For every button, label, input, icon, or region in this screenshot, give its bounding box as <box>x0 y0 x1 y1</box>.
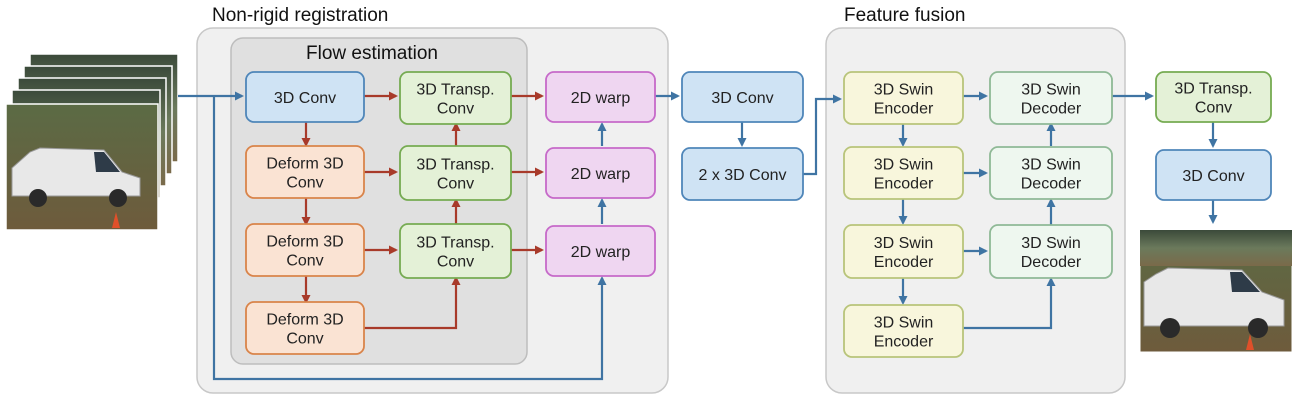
node-label: 3D Swin <box>874 315 934 332</box>
node-box <box>245 145 365 199</box>
arrow-deform3-transp3 <box>364 276 461 330</box>
node-label: 3D Swin <box>874 82 934 99</box>
node-label: 3D Swin <box>1021 157 1081 174</box>
node-box <box>245 223 365 277</box>
node-label: 3D Transp. <box>416 157 494 174</box>
arrows <box>178 91 1218 381</box>
node-box <box>245 301 365 355</box>
node-label: Decoder <box>1021 101 1082 118</box>
node-label: Conv <box>437 101 474 118</box>
node-box <box>545 147 656 199</box>
node-label: Decoder <box>1021 254 1082 271</box>
node-box <box>245 71 365 123</box>
van-illustration <box>11 147 141 228</box>
node-box <box>545 71 656 123</box>
node-box <box>843 146 964 200</box>
node-transp3: 3D Transp. Conv <box>399 223 512 279</box>
node-label: Conv <box>437 176 474 193</box>
node-label: Conv <box>286 331 323 348</box>
node-label: 3D Swin <box>1021 82 1081 99</box>
node-label: 2D warp <box>571 90 631 107</box>
node-box <box>399 71 512 125</box>
node-label: 3D Transp. <box>416 235 494 252</box>
node-label: Encoder <box>874 101 934 118</box>
node-label: Conv <box>1195 100 1232 117</box>
node-deform3: Deform 3D Conv <box>245 301 365 355</box>
node-box <box>843 304 964 358</box>
node-label: Deform 3D <box>266 312 343 329</box>
node-conv-in: 3D Conv <box>245 71 365 123</box>
node-label: 2D warp <box>571 244 631 261</box>
node-box <box>843 224 964 279</box>
node-warp1: 2D warp <box>545 71 656 123</box>
flow-estimation-title: Flow estimation <box>306 43 438 64</box>
node-transp1: 3D Transp. Conv <box>399 71 512 125</box>
node-label: Encoder <box>874 176 934 193</box>
node-box <box>989 71 1113 125</box>
node-box <box>989 224 1113 279</box>
node-warp3: 2D warp <box>545 225 656 277</box>
node-box <box>989 146 1113 200</box>
node-conv-mid: 3D Conv <box>681 71 804 123</box>
node-label: 3D Swin <box>874 235 934 252</box>
node-box <box>545 225 656 277</box>
arrow-conv2x-enc1 <box>803 94 842 176</box>
node-label: 3D Swin <box>1021 235 1081 252</box>
node-label: Deform 3D <box>266 234 343 251</box>
node-box <box>681 71 804 123</box>
node-transp2: 3D Transp. Conv <box>399 145 512 201</box>
node-box <box>1155 149 1272 201</box>
node-box <box>843 71 964 125</box>
node-deform2: Deform 3D Conv <box>245 223 365 277</box>
node-box <box>399 145 512 201</box>
node-label: Encoder <box>874 254 934 271</box>
node-conv2x: 2 x 3D Conv <box>681 147 804 201</box>
feature-fusion-title: Feature fusion <box>844 5 965 26</box>
node-label: Encoder <box>874 334 934 351</box>
arrow-enc4-dec3 <box>963 277 1056 330</box>
node-box <box>399 223 512 279</box>
node-label: Conv <box>437 254 474 271</box>
node-warp2: 2D warp <box>545 147 656 199</box>
node-box <box>681 147 804 201</box>
node-label: 3D Transp. <box>416 82 494 99</box>
input-frame-stack <box>5 53 179 231</box>
arrow-input-bypass <box>212 96 607 381</box>
node-label: 2D warp <box>571 166 631 183</box>
node-label: 2 x 3D Conv <box>698 167 786 184</box>
registration-title: Non-rigid registration <box>212 5 388 26</box>
node-transp-out: 3D Transp. Conv <box>1155 71 1272 123</box>
node-deform1: Deform 3D Conv <box>245 145 365 199</box>
node-box <box>1155 71 1272 123</box>
node-label: Deform 3D <box>266 156 343 173</box>
node-label: 3D Swin <box>874 157 934 174</box>
output-frame <box>1139 229 1293 353</box>
node-label: Decoder <box>1021 176 1082 193</box>
node-label: Conv <box>286 175 323 192</box>
node-label: 3D Transp. <box>1174 81 1252 98</box>
node-label: Conv <box>286 253 323 270</box>
node-label: 3D Conv <box>274 90 336 107</box>
node-label: 3D Conv <box>1182 168 1244 185</box>
node-label: 3D Conv <box>711 90 773 107</box>
node-conv-out: 3D Conv <box>1155 149 1272 201</box>
